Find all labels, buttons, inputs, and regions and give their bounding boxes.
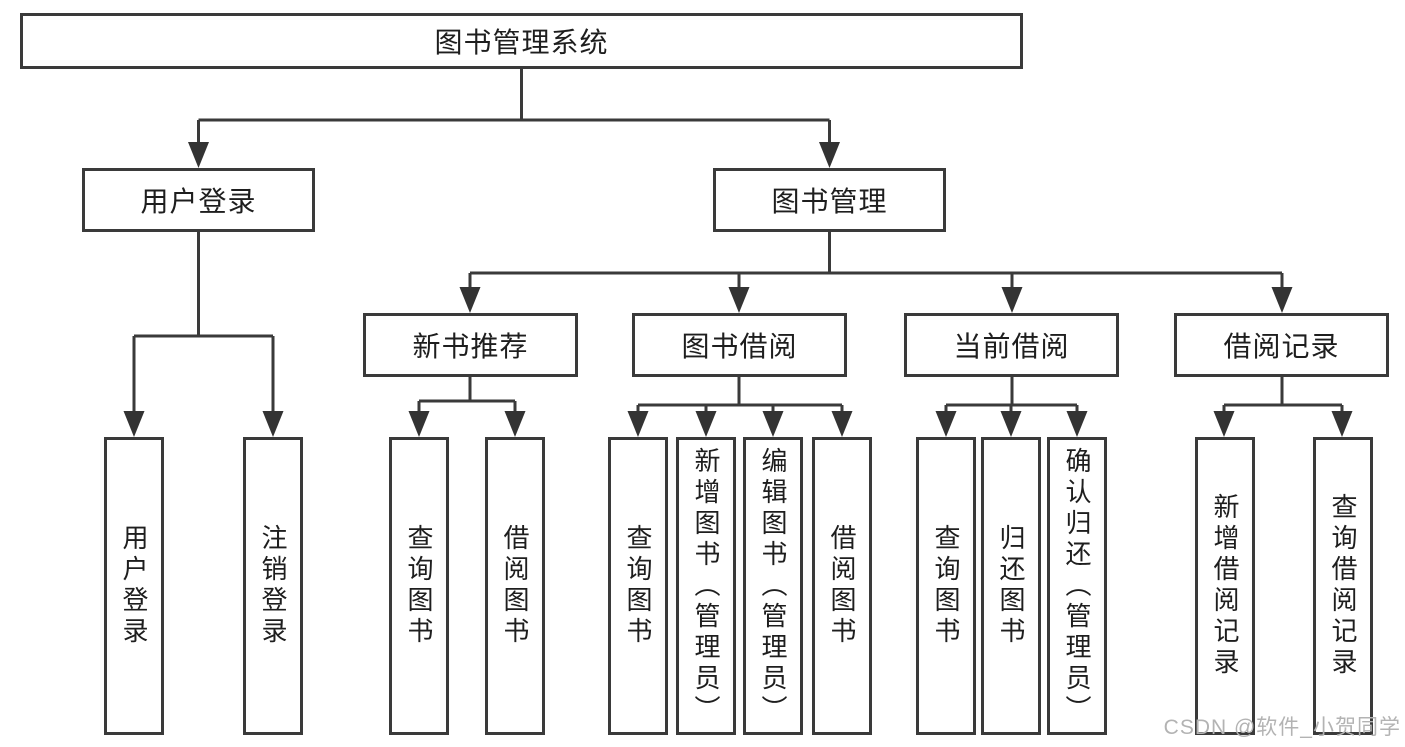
csdn-watermark: CSDN @软件_小贺同学: [1163, 716, 1401, 739]
leaf-borrow-add-book-admin-label: 新增图书（管理员）: [691, 446, 721, 726]
node-root-library-system: 图书管理系统: [20, 13, 1023, 69]
node-borrow-record: 借阅记录: [1174, 313, 1389, 377]
node-current-borrow-label: 当前借阅: [953, 331, 1070, 362]
node-current-borrow: 当前借阅: [904, 313, 1119, 377]
leaf-current-query-book: 查询图书: [916, 437, 976, 735]
node-book-borrow-label: 图书借阅: [681, 331, 798, 362]
leaf-logout: 注销登录: [243, 437, 303, 735]
leaf-record-add-record: 新增借阅记录: [1195, 437, 1255, 735]
leaf-borrow-query-book-label: 查询图书: [623, 524, 653, 648]
leaf-record-query-record: 查询借阅记录: [1313, 437, 1373, 735]
node-book-management-label: 图书管理: [771, 186, 888, 217]
leaf-borrow-add-book-admin: 新增图书（管理员）: [676, 437, 736, 735]
node-borrow-record-label: 借阅记录: [1223, 331, 1340, 362]
leaf-current-confirm-return-admin-label: 确认归还（管理员）: [1062, 446, 1092, 726]
leaf-borrow-borrow-book-label: 借阅图书: [827, 524, 857, 648]
node-user-login-label: 用户登录: [140, 186, 257, 217]
leaf-user-login-label: 用户登录: [119, 524, 149, 648]
leaf-current-return-book-label: 归还图书: [996, 524, 1026, 648]
leaf-recommend-borrow-book: 借阅图书: [485, 437, 545, 735]
leaf-recommend-query-book-label: 查询图书: [404, 524, 434, 648]
leaf-borrow-borrow-book: 借阅图书: [812, 437, 872, 735]
leaf-current-confirm-return-admin: 确认归还（管理员）: [1047, 437, 1107, 735]
node-new-book-recommend-label: 新书推荐: [412, 331, 529, 362]
leaf-borrow-edit-book-admin: 编辑图书（管理员）: [743, 437, 803, 735]
leaf-current-return-book: 归还图书: [981, 437, 1041, 735]
leaf-logout-label: 注销登录: [258, 524, 288, 648]
leaf-record-query-record-label: 查询借阅记录: [1328, 493, 1358, 679]
leaf-record-add-record-label: 新增借阅记录: [1210, 493, 1240, 679]
node-root-label: 图书管理系统: [434, 27, 609, 58]
leaf-borrow-query-book: 查询图书: [608, 437, 668, 735]
node-new-book-recommend: 新书推荐: [363, 313, 578, 377]
node-book-borrow: 图书借阅: [632, 313, 847, 377]
node-book-management: 图书管理: [713, 168, 946, 232]
node-user-login: 用户登录: [82, 168, 315, 232]
leaf-recommend-borrow-book-label: 借阅图书: [500, 524, 530, 648]
leaf-recommend-query-book: 查询图书: [389, 437, 449, 735]
leaf-current-query-book-label: 查询图书: [931, 524, 961, 648]
leaf-user-login: 用户登录: [104, 437, 164, 735]
leaf-borrow-edit-book-admin-label: 编辑图书（管理员）: [758, 446, 788, 726]
